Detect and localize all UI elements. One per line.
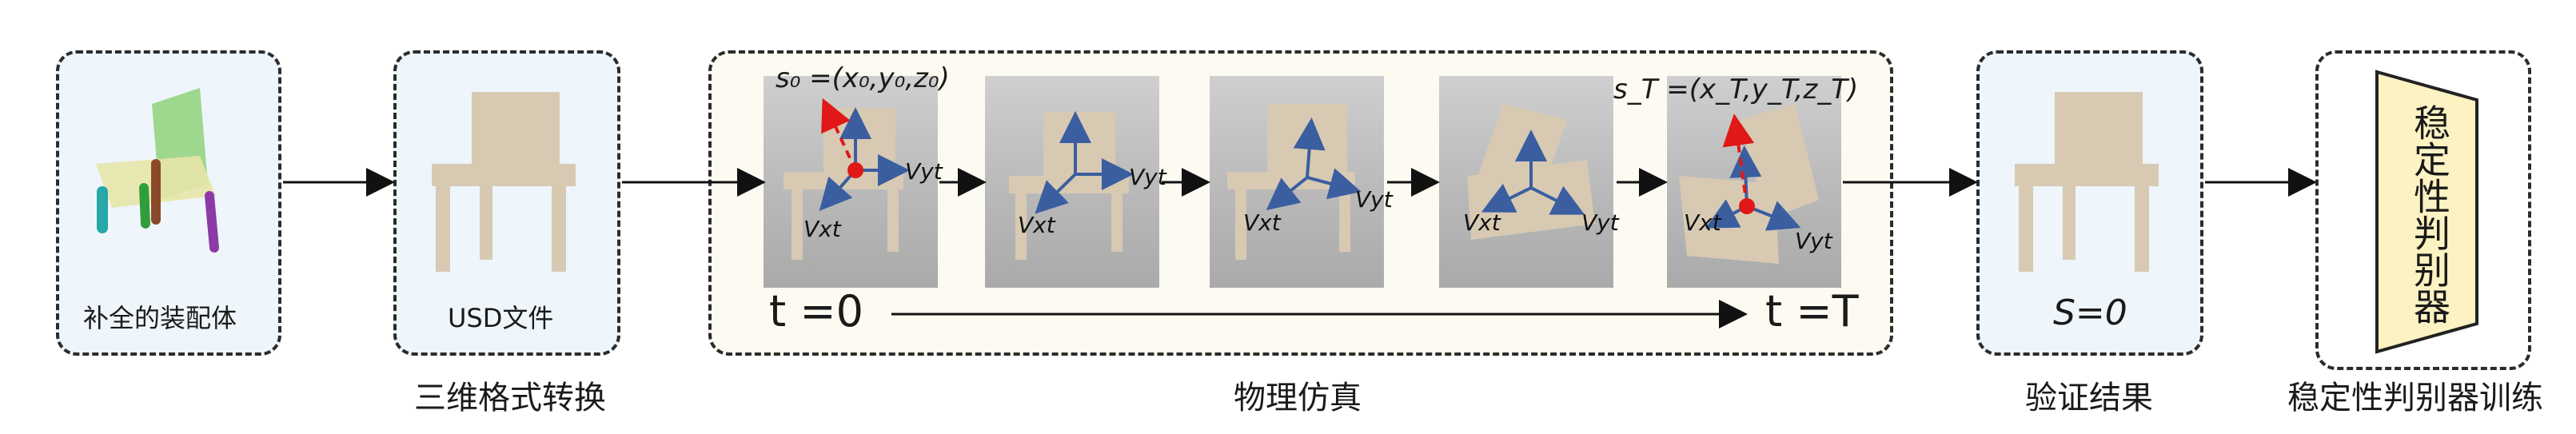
usd-chair-illustration [432, 92, 576, 272]
stage-label-training: 稳定性判别器训练 [2287, 380, 2543, 416]
stage-label-format: 三维格式转换 [414, 380, 606, 416]
vxt-label-3: Vxt [1243, 209, 1281, 236]
final-state-equation: s_T =(x_T,y_T,z_T) [1613, 74, 1859, 106]
vxt-label-4: Vxt [1463, 209, 1501, 236]
initial-state-equation: s₀ =(x₀,y₀,z₀) [776, 62, 950, 94]
vxt-label-5: Vxt [1684, 209, 1721, 236]
vyt-label-2: Vyt [1129, 164, 1166, 190]
assembly-label: 补全的装配体 [83, 303, 237, 333]
vxt-label-1: Vxt [804, 216, 841, 242]
vyt-label-1: Vyt [905, 158, 943, 185]
vyt-label-4: Vyt [1581, 209, 1619, 236]
pointcloud-chair-illustration [96, 88, 219, 253]
center-point-start [847, 162, 863, 178]
time-start: t =0 [769, 286, 863, 336]
vyt-label-5: Vyt [1795, 228, 1832, 254]
stage-label-result: 验证结果 [2025, 380, 2153, 416]
stability-score: S=0 [2053, 293, 2127, 333]
time-end: t =T [1765, 286, 1859, 336]
vxt-label-2: Vxt [1018, 212, 1055, 238]
vyt-label-3: Vyt [1355, 186, 1393, 213]
center-point-end [1739, 198, 1755, 214]
discriminator-label: 稳定性判别器 [2408, 104, 2451, 325]
usd-label: USD文件 [448, 303, 554, 333]
stage-label-simulation: 物理仿真 [1234, 380, 1362, 416]
